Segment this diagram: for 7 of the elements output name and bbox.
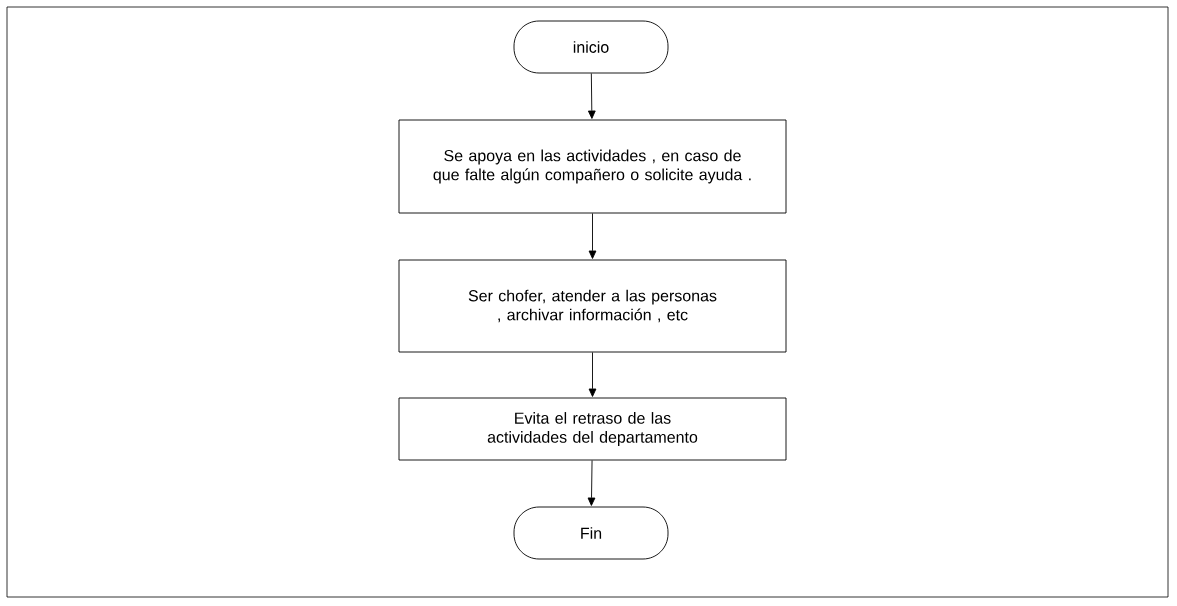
arrow [587, 73, 596, 119]
arrow [588, 213, 597, 259]
process-box: Se apoya en las actividades , en caso de que falte algún compañero o solicite ayuda . [398, 119, 787, 214]
process-box: Evita el retraso de las actividades del departamento [398, 397, 787, 461]
arrow [587, 460, 596, 506]
process-box: Ser chofer, atender a las personas , archivar información , etc [398, 259, 787, 353]
arrow [588, 352, 597, 397]
